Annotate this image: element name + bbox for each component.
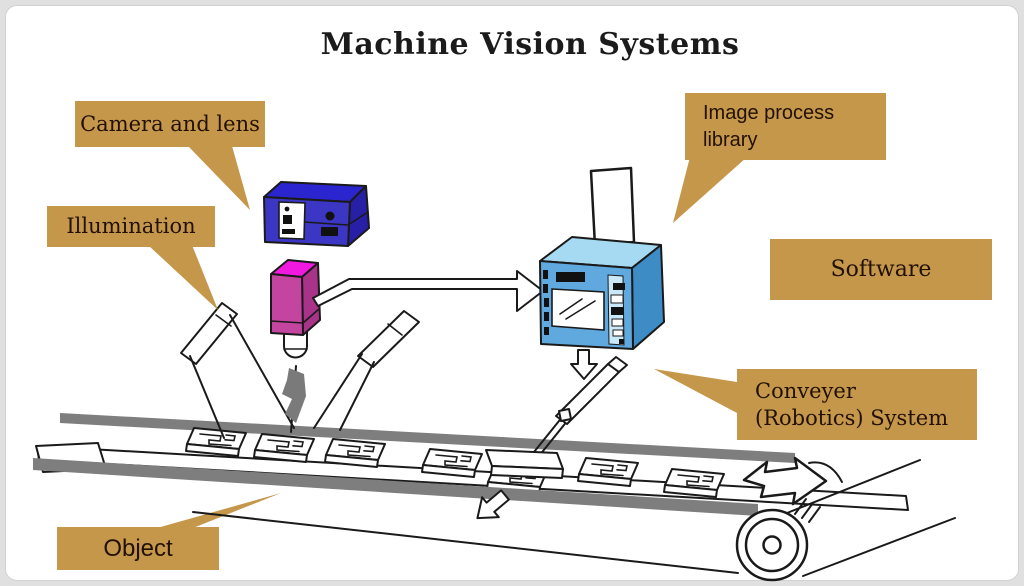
- illumination-lamp-right: [357, 310, 420, 368]
- lens-icon: [270, 259, 321, 359]
- object-tile: [577, 457, 639, 487]
- display-panel: [556, 272, 585, 282]
- label-conveyer-system-text: Conveyer (Robotics) System: [755, 379, 949, 430]
- label-conveyer-system: Conveyer (Robotics) System: [737, 369, 977, 440]
- label-software: Software: [770, 239, 992, 300]
- conveyor-roller: [735, 459, 956, 582]
- label-software-text: Software: [830, 256, 932, 282]
- label-tail-illumination: [148, 245, 218, 310]
- roller-arc: [808, 461, 843, 483]
- label-tail-conveyer: [654, 369, 737, 413]
- label-object: Object: [57, 527, 219, 570]
- label-tail-camera: [188, 146, 250, 210]
- vent-dashes: [543, 270, 549, 335]
- printout-paper: [589, 166, 636, 248]
- label-tail-object: [157, 493, 281, 528]
- label-image-process-library-text: Image process library: [703, 101, 835, 151]
- object-tile: [185, 427, 247, 457]
- object-tile: [253, 433, 315, 463]
- pusher-plate: [485, 449, 564, 479]
- motion-lines: [794, 498, 821, 523]
- page-title: Machine Vision Systems: [320, 27, 740, 62]
- conveyor-front-rail: [33, 458, 758, 516]
- illumination-lamp-left: [180, 302, 238, 365]
- label-tail-image-process: [673, 157, 747, 223]
- object-tile: [324, 438, 386, 468]
- conveyor-frame-line: [192, 511, 739, 574]
- label-object-text: Object: [103, 534, 173, 562]
- label-camera-and-lens: Camera and lens: [75, 101, 265, 147]
- label-illumination-text: Illumination: [66, 214, 196, 239]
- button-column: [610, 283, 625, 344]
- label-tails: [148, 146, 747, 528]
- image-processor-icon: [539, 166, 665, 350]
- robot-pusher: [485, 356, 628, 479]
- camera-icon: [263, 181, 370, 247]
- signal-arrow-icon: [312, 270, 544, 312]
- object-tile: [663, 468, 725, 498]
- label-illumination: Illumination: [47, 206, 215, 247]
- belt-direction-arrow-icon: [742, 456, 828, 506]
- reject-arrow-icon: [476, 489, 510, 520]
- label-camera-and-lens-text: Camera and lens: [80, 111, 260, 136]
- processor-down-arrow-icon: [570, 349, 598, 380]
- light-spot: [282, 368, 306, 423]
- screen: [551, 288, 605, 331]
- label-image-process-library: Image process library: [685, 93, 886, 160]
- object-tile: [421, 448, 483, 478]
